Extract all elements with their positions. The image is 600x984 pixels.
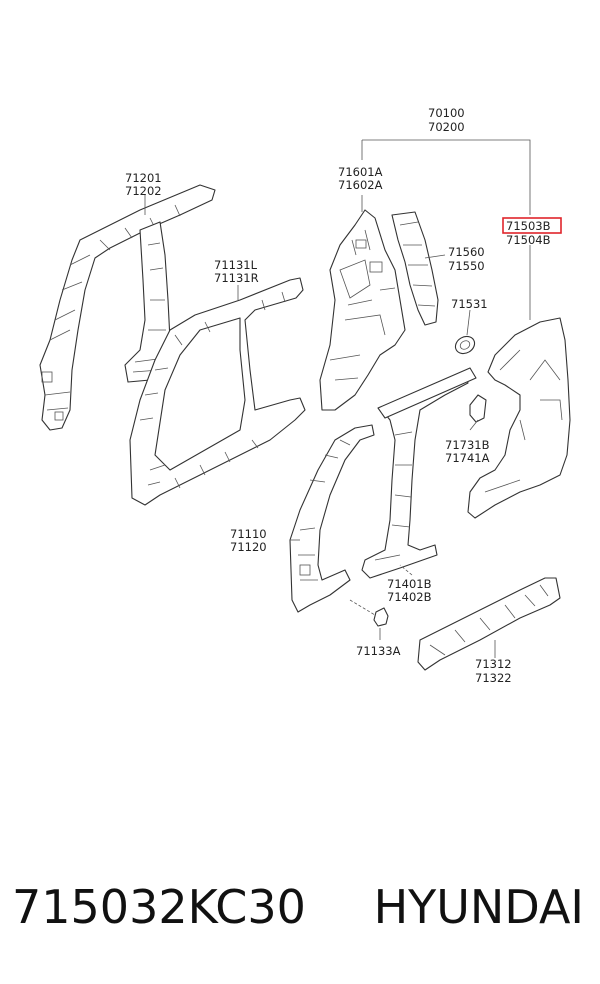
part-labels: 70100 70200 71201 71202 71601A 71602A 71… (125, 106, 562, 685)
label-71504B: 71504B (506, 233, 551, 247)
part-side-sill (417, 577, 561, 671)
label-70200: 70200 (428, 120, 465, 134)
label-70100: 70100 (428, 106, 465, 120)
part-inner-panel (391, 211, 439, 326)
part-small-clip (373, 607, 389, 627)
label-71602A: 71602A (338, 178, 383, 192)
label-71401B: 71401B (387, 577, 432, 591)
highlight-box (502, 217, 562, 234)
label-71560: 71560 (448, 245, 485, 259)
label-71322: 71322 (475, 671, 512, 685)
brand-name: HYUNDAI (373, 880, 584, 934)
part-small-cap (454, 335, 476, 355)
part-quarter-outer-panel (467, 317, 571, 519)
label-71133A: 71133A (356, 644, 401, 658)
label-71550: 71550 (448, 259, 485, 273)
label-71202: 71202 (125, 184, 162, 198)
label-71731B: 71731B (445, 438, 490, 452)
label-71741A: 71741A (445, 451, 490, 465)
label-71312: 71312 (475, 657, 512, 671)
leader-lines (144, 139, 531, 658)
label-71131R: 71131R (214, 271, 259, 285)
footer: 715032KC30 HYUNDAI (0, 880, 600, 950)
part-number: 715032KC30 (12, 880, 306, 934)
part-bracket (469, 394, 487, 423)
part-roof-rail-strip (377, 367, 477, 419)
label-71503B: 71503B (506, 219, 551, 233)
part-center-pillar (361, 374, 469, 579)
part-roof-rail-inner (39, 184, 216, 431)
label-71402B: 71402B (387, 590, 432, 604)
part-side-outer-frame (129, 277, 306, 506)
label-71110: 71110 (230, 527, 267, 541)
label-71120: 71120 (230, 540, 267, 554)
label-71201: 71201 (125, 171, 162, 185)
label-71531: 71531 (451, 297, 488, 311)
part-quarter-inner (319, 209, 406, 411)
part-front-pillar-lower (289, 424, 375, 613)
label-71601A: 71601A (338, 165, 383, 179)
label-71131L: 71131L (214, 258, 258, 272)
